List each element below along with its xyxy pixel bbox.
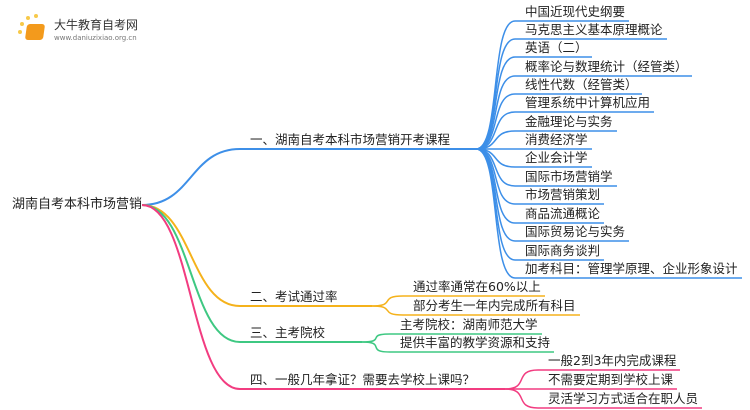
leaf-node[interactable]: 线性代数（经管类） (525, 77, 638, 92)
leaf-node[interactable]: 概率论与数理统计（经管类） (525, 59, 688, 74)
branch-4-label[interactable]: 四、一般几年拿证？需要去学校上课吗？ (250, 372, 476, 387)
leaf-node[interactable]: 主考院校：湖南师范大学 (400, 317, 538, 332)
branch-3-label[interactable]: 三、主考院校 (250, 325, 326, 340)
leaf-connector (475, 148, 742, 279)
branch-connector (141, 204, 372, 307)
leaf-node[interactable]: 中国近现代史纲要 (525, 4, 626, 19)
leaf-node[interactable]: 不需要定期到学校上课 (548, 372, 674, 387)
leaf-node[interactable]: 灵活学习方式适合在职人员 (548, 391, 699, 406)
logo-name: 大牛教育自考网 (54, 18, 139, 32)
leaf-connector (475, 75, 692, 150)
leaf-node[interactable]: 金融理论与实务 (525, 114, 613, 129)
leaf-node[interactable]: 国际商务谈判 (525, 243, 601, 258)
branch-connector (141, 148, 476, 206)
leaf-node[interactable]: 国际贸易论与实务 (525, 224, 626, 239)
leaf-node[interactable]: 部分考生一年内完成所有科目 (413, 298, 576, 313)
branch-1-label[interactable]: 一、湖南自考本科市场营销开考课程 (250, 132, 451, 147)
leaf-node[interactable]: 马克思主义基本原理概论 (525, 22, 663, 37)
leaf-node[interactable]: 管理系统中计算机应用 (525, 95, 651, 110)
root-node[interactable]: 湖南自考本科市场营销 (12, 197, 143, 212)
leaf-node[interactable]: 企业会计学 (525, 150, 588, 165)
branch-connector (141, 204, 505, 390)
leaf-connector (475, 111, 654, 150)
leaf-node[interactable]: 商品流通概论 (525, 206, 601, 221)
logo: 大牛教育自考网 www.daniuzixiao.org.cn (18, 14, 158, 48)
leaf-node[interactable]: 通过率通常在60%以上 (413, 279, 541, 294)
leaf-connector (371, 305, 580, 316)
leaf-node[interactable]: 消费经济学 (525, 132, 588, 147)
leaf-node[interactable]: 英语（二） (525, 40, 588, 55)
leaf-node[interactable]: 加考科目：管理学原理、企业形象设计 (525, 261, 738, 276)
leaf-connector (475, 56, 592, 150)
leaf-node[interactable]: 市场营销策划 (525, 187, 601, 202)
branch-connector (141, 204, 362, 343)
leaf-node[interactable]: 一般2到3年内完成课程 (548, 353, 677, 368)
leaf-connector (361, 341, 554, 353)
branch-2-label[interactable]: 二、考试通过率 (250, 289, 338, 304)
leaf-connector (504, 388, 702, 409)
logo-url: www.daniuzixiao.org.cn (54, 34, 137, 42)
leaf-connector (475, 93, 642, 150)
leaf-node[interactable]: 提供丰富的教学资源和支持 (400, 335, 551, 350)
leaf-node[interactable]: 国际市场营销学 (525, 169, 613, 184)
